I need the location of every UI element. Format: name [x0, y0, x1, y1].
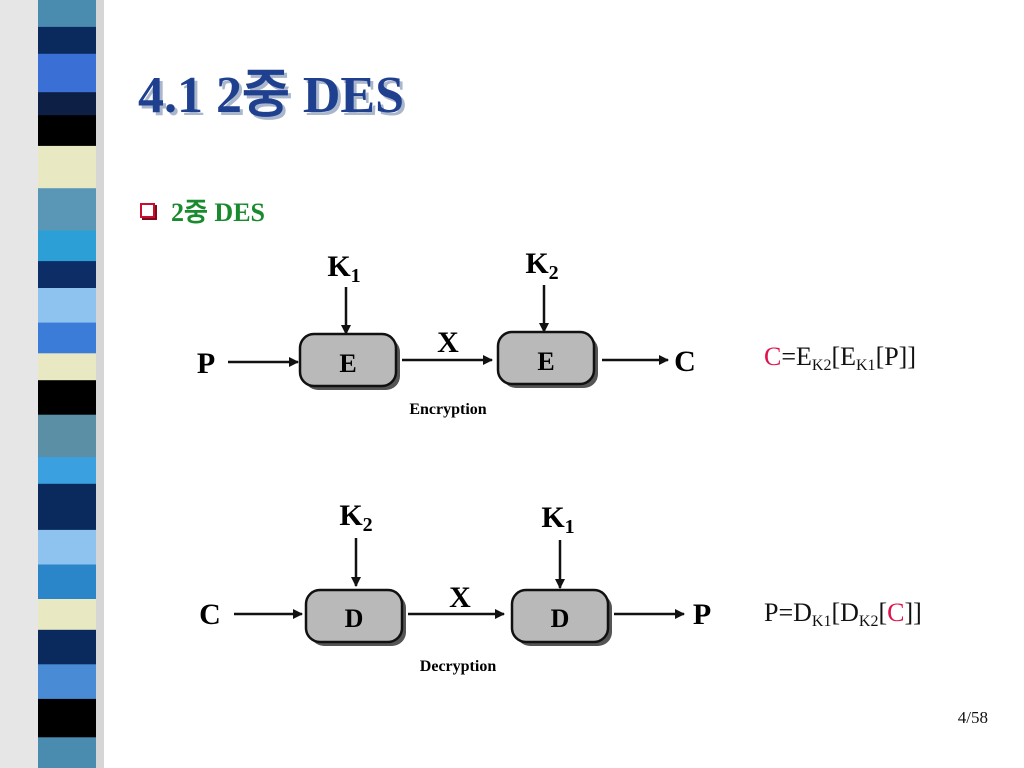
- stripe-band: [38, 483, 96, 531]
- formula-encrypt-inner: [E: [831, 342, 856, 371]
- stripe-band: [38, 288, 96, 324]
- formula-close-bracket: ]]: [904, 598, 922, 627]
- decryption-key2-label: K1: [541, 501, 574, 538]
- stripe-band: [38, 26, 96, 55]
- stripe-band: [38, 629, 96, 665]
- stripe-band: [38, 599, 96, 631]
- encryption-box2: [496, 330, 596, 386]
- encryption-box1-label: E: [339, 349, 356, 378]
- decryption-box2: [510, 588, 610, 644]
- slide-title: 4.1 2중 DES: [138, 67, 404, 124]
- encryption-diagram: K1 K2 P E X E C Encryption: [197, 247, 696, 418]
- stripe-band: [38, 53, 96, 93]
- stripe-band: [38, 529, 96, 565]
- stripe-band: [38, 92, 96, 116]
- double-des-diagram: K1 K2 P E X E C Encryption K2 K1 C D X D: [197, 247, 711, 675]
- page-number: 4/58: [957, 708, 988, 727]
- formula-key-subscript: K1: [811, 613, 832, 630]
- decorative-side-stripe: [0, 0, 104, 768]
- stripe-band: [38, 564, 96, 600]
- square-bullet-icon: [140, 203, 155, 218]
- formula-ciphertext: C: [887, 598, 905, 627]
- formula-key-subscript: K2: [811, 357, 832, 374]
- stripe-band: [38, 698, 96, 738]
- stripe-band: [38, 322, 96, 354]
- stripe-band: [38, 188, 96, 231]
- stripe-band: [38, 230, 96, 262]
- decryption-intermediate-label: X: [449, 581, 471, 614]
- stripe-band: [38, 414, 96, 458]
- stripe-bands: [38, 0, 96, 768]
- stripe-band: [38, 261, 96, 289]
- encryption-key2-label: K2: [525, 247, 558, 284]
- encryption-output-label: C: [674, 345, 696, 378]
- encryption-formula: C=EK2[EK1[P]]: [764, 342, 916, 375]
- decryption-input-label: C: [199, 598, 221, 631]
- encryption-box2-label: E: [537, 347, 554, 376]
- formula-decrypt-outer: P=D: [764, 598, 812, 627]
- bullet-text: 2중 DES: [171, 198, 265, 227]
- encryption-input-label: P: [197, 347, 215, 380]
- formula-open-bracket: [: [878, 598, 888, 627]
- stripe-band: [38, 0, 96, 28]
- formula-encrypt-outer: =E: [781, 342, 812, 371]
- stripe-band: [38, 664, 96, 700]
- decryption-diagram: K2 K1 C D X D P Decryption: [199, 499, 711, 675]
- decryption-caption: Decryption: [420, 658, 497, 675]
- stripe-band: [38, 353, 96, 381]
- stripe-band: [38, 457, 96, 485]
- stripe-band: [38, 145, 96, 189]
- formula-key-subscript: K1: [856, 357, 876, 374]
- encryption-key1-label: K1: [327, 250, 360, 287]
- encryption-caption: Encryption: [409, 401, 486, 418]
- stripe-band: [38, 115, 96, 147]
- stripe-band: [38, 737, 96, 768]
- decryption-output-label: P: [693, 598, 711, 631]
- formula-ciphertext: C: [764, 342, 782, 371]
- encryption-intermediate-label: X: [437, 326, 459, 359]
- formula-decrypt-inner: [D: [831, 598, 859, 627]
- formula-key-subscript: K2: [858, 613, 879, 630]
- decryption-box1: [304, 588, 404, 644]
- stripe-shadow-right: [96, 0, 104, 768]
- formula-plaintext: [P]]: [875, 342, 916, 371]
- stripe-shadow-left: [0, 0, 38, 768]
- bullet-item: 2중 DES: [140, 192, 265, 229]
- decryption-key1-label: K2: [339, 499, 372, 536]
- decryption-box2-label: D: [551, 604, 570, 633]
- decryption-formula: P=DK1[DK2[C]]: [764, 598, 922, 631]
- stripe-band: [38, 380, 96, 416]
- decryption-box1-label: D: [345, 604, 364, 633]
- encryption-box1: [298, 332, 398, 388]
